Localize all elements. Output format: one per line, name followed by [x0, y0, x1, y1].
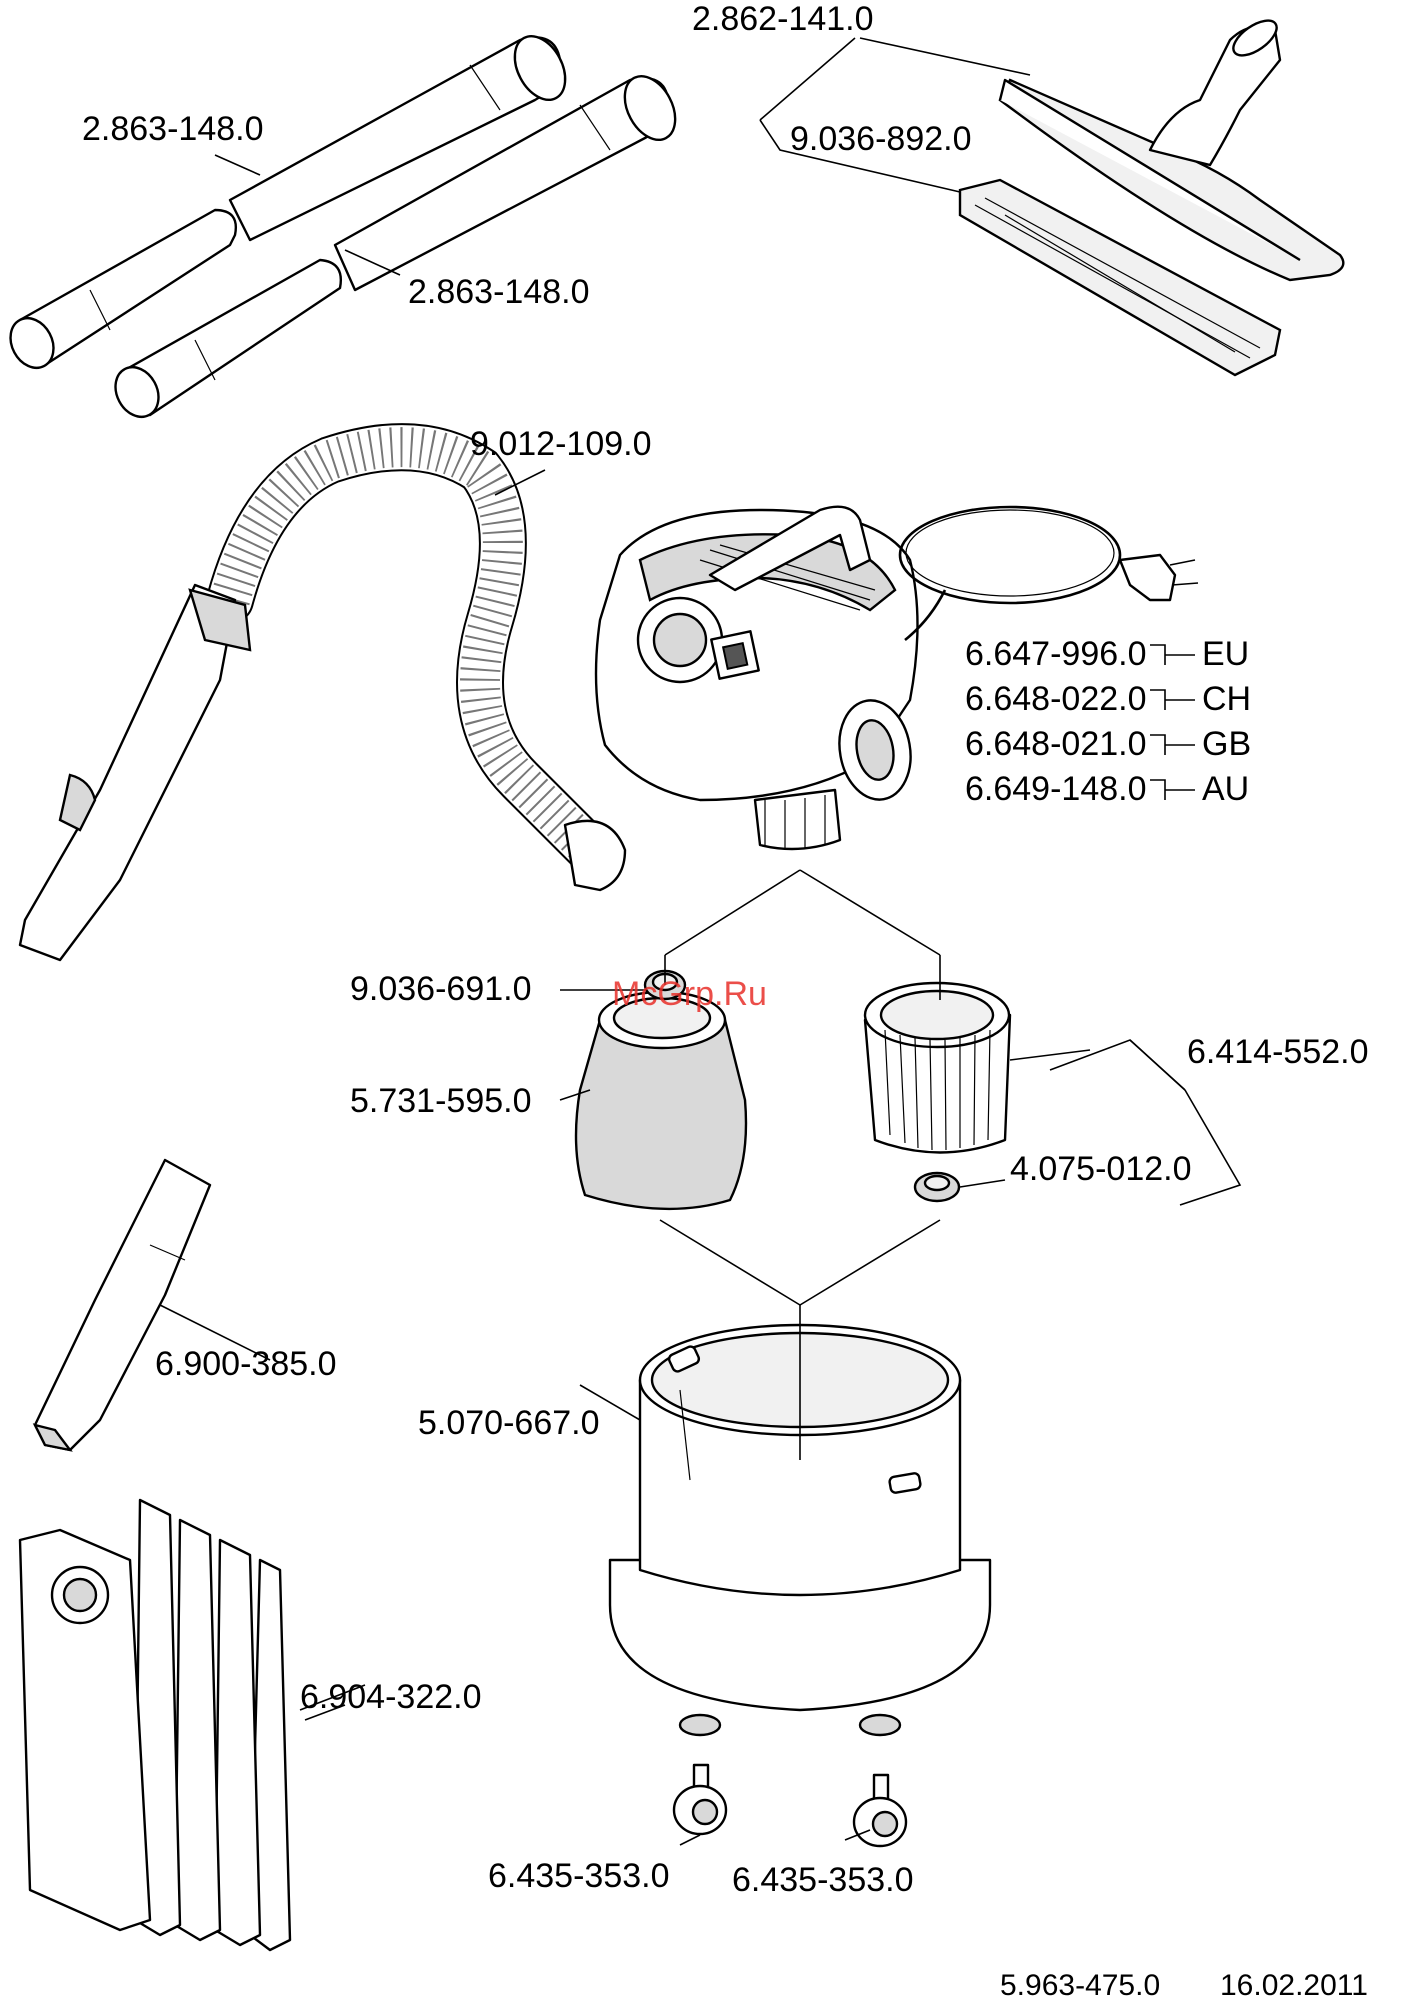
- filter-nut[interactable]: [915, 1173, 959, 1201]
- label-container: 5.070-667.0: [418, 1404, 600, 1442]
- label-cartridge-filter: 6.414-552.0: [1187, 1033, 1369, 1071]
- label-cable-ch: 6.648-022.0: [965, 680, 1147, 718]
- label-country-gb: GB: [1202, 725, 1251, 763]
- label-castor-2: 6.435-353.0: [732, 1861, 914, 1899]
- footer-doc-number: 5.963-475.0: [1000, 1969, 1160, 2001]
- crevice-nozzle[interactable]: [35, 1160, 210, 1450]
- label-floor-nozzle: 2.862-141.0: [692, 0, 874, 38]
- castor-right[interactable]: [854, 1775, 906, 1846]
- label-cable-au: 6.649-148.0: [965, 770, 1147, 808]
- label-nozzle-insert: 9.036-892.0: [790, 120, 972, 158]
- power-cable[interactable]: [900, 507, 1198, 640]
- label-tube-1: 2.863-148.0: [82, 110, 264, 148]
- label-country-eu: EU: [1202, 635, 1249, 673]
- footer-date: 16.02.2011: [1220, 1969, 1368, 2001]
- label-filter-nut: 4.075-012.0: [1010, 1150, 1192, 1188]
- label-country-ch: CH: [1202, 680, 1251, 718]
- cartridge-filter[interactable]: [865, 983, 1010, 1153]
- paper-filter-bags[interactable]: [20, 1500, 290, 1950]
- motor-head[interactable]: [596, 507, 918, 849]
- label-paper-filter-bags: 6.904-322.0: [300, 1678, 482, 1716]
- suction-hose[interactable]: [20, 447, 625, 960]
- label-country-au: AU: [1202, 770, 1249, 808]
- label-cable-eu: 6.647-996.0: [965, 635, 1147, 673]
- label-castor-1: 6.435-353.0: [488, 1857, 670, 1895]
- filter-bag[interactable]: [576, 992, 746, 1209]
- castor-left[interactable]: [674, 1765, 726, 1834]
- label-filter-bag: 5.731-595.0: [350, 1082, 532, 1120]
- label-tube-2: 2.863-148.0: [408, 273, 590, 311]
- label-suction-hose: 9.012-109.0: [470, 425, 652, 463]
- watermark: McGrp.Ru: [612, 975, 767, 1013]
- label-seal-ring: 9.036-691.0: [350, 970, 532, 1008]
- label-cable-gb: 6.648-021.0: [965, 725, 1147, 763]
- label-crevice-nozzle: 6.900-385.0: [155, 1345, 337, 1383]
